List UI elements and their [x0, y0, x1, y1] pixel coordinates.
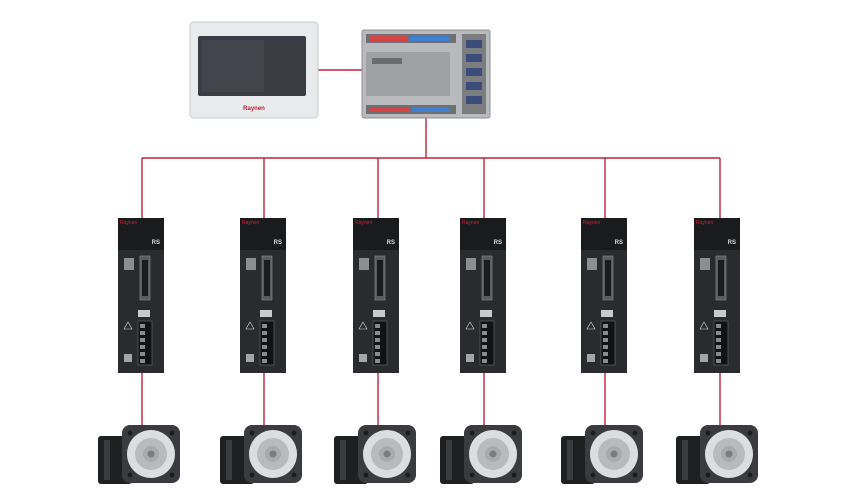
drive-logo-label: RS	[494, 240, 502, 246]
drive-brand-label: Raynen	[355, 220, 372, 226]
drive-motor-links	[141, 373, 721, 425]
hmi-brand-label: Raynen	[243, 106, 265, 112]
drive-brand-label: Raynen	[583, 220, 600, 226]
drive-brand-label: Raynen	[120, 220, 137, 226]
drive-drop-lines	[141, 158, 721, 218]
drive-brand-label: Raynen	[242, 220, 259, 226]
drive-brand-label: Raynen	[462, 220, 479, 226]
drive-brand-label: Raynen	[696, 220, 713, 226]
drive-logo-label: RS	[274, 240, 282, 246]
plc-controller-icon	[361, 29, 491, 119]
drive-logo-label: RS	[728, 240, 736, 246]
hmi-touch-panel-icon: Raynen	[189, 21, 319, 119]
servo-motor-icon	[98, 425, 180, 484]
servo-drives: RaynenRSRaynenRSRaynenRSRaynenRSRaynenRS…	[118, 218, 740, 373]
servo-motor-icon	[440, 425, 522, 484]
servo-motor-icon	[334, 425, 416, 484]
drive-logo-label: RS	[615, 240, 623, 246]
servo-motor-icon	[220, 425, 302, 484]
wiring	[142, 69, 720, 159]
servo-motor-icon	[561, 425, 643, 484]
servo-motors	[98, 425, 758, 484]
drive-logo-label: RS	[387, 240, 395, 246]
drive-logo-label: RS	[152, 240, 160, 246]
servo-motor-icon	[676, 425, 758, 484]
